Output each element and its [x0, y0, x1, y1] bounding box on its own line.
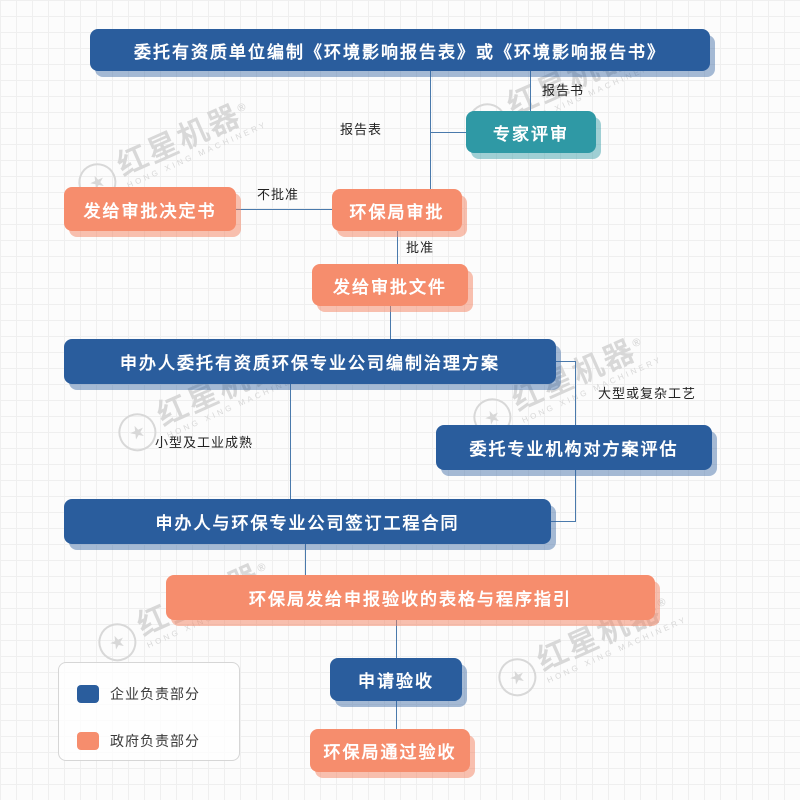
node-apply-acceptance: 申请验收: [330, 658, 462, 701]
connector-line: [575, 470, 576, 522]
connector-line: [396, 701, 397, 729]
connector-line: [305, 544, 306, 575]
node-issue-approval-doc: 发给审批文件: [312, 264, 468, 306]
node-prepare-plan: 申办人委托有资质环保专业公司编制治理方案: [64, 339, 556, 384]
legend-label-enterprise: 企业负责部分: [110, 686, 200, 702]
node-pass-acceptance: 环保局通过验收: [310, 729, 470, 772]
node-acceptance-guide: 环保局发给申报验收的表格与程序指引: [166, 575, 655, 620]
connector-line: [396, 620, 397, 658]
connector-line: [390, 306, 391, 339]
brand-star-icon: ★: [492, 652, 543, 703]
connector-line: [430, 71, 431, 189]
connector-line: [530, 71, 531, 111]
node-sign-contract: 申办人与环保专业公司签订工程合同: [64, 499, 551, 544]
node-entrust-report: 委托有资质单位编制《环境影响报告表》或《环境影响报告书》: [90, 29, 710, 71]
edge-label-report-book: 报告书: [542, 83, 585, 98]
connector-line: [556, 361, 576, 362]
legend-item-government: 政府负责部分: [77, 731, 239, 751]
node-epb-approval: 环保局审批: [332, 189, 462, 231]
edge-label-approved: 批准: [406, 240, 435, 255]
connector-line: [430, 132, 466, 133]
connector-line: [290, 384, 291, 499]
connector-line: [236, 209, 332, 210]
legend-item-enterprise: 企业负责部分: [77, 684, 239, 704]
edge-label-large-or-complex: 大型或复杂工艺: [598, 386, 697, 401]
node-expert-review: 专家评审: [466, 111, 596, 153]
brand-star-icon: ★: [92, 617, 143, 668]
connector-line: [551, 521, 576, 522]
connector-line: [575, 361, 576, 425]
node-issue-decision: 发给审批决定书: [64, 187, 236, 231]
legend-swatch-enterprise: [77, 685, 99, 703]
edge-label-report-form: 报告表: [340, 122, 383, 137]
edge-label-not-approved: 不批准: [257, 187, 300, 202]
edge-label-small-or-mature: 小型及工业成熟: [155, 435, 254, 450]
brand-watermark-text: 红星机器® HONG XING MACHINERY: [112, 98, 269, 190]
legend-swatch-government: [77, 732, 99, 750]
legend-label-government: 政府负责部分: [110, 733, 200, 749]
legend: 企业负责部分 政府负责部分: [58, 662, 240, 761]
connector-line: [397, 231, 398, 264]
node-plan-evaluation: 委托专业机构对方案评估: [436, 425, 712, 470]
